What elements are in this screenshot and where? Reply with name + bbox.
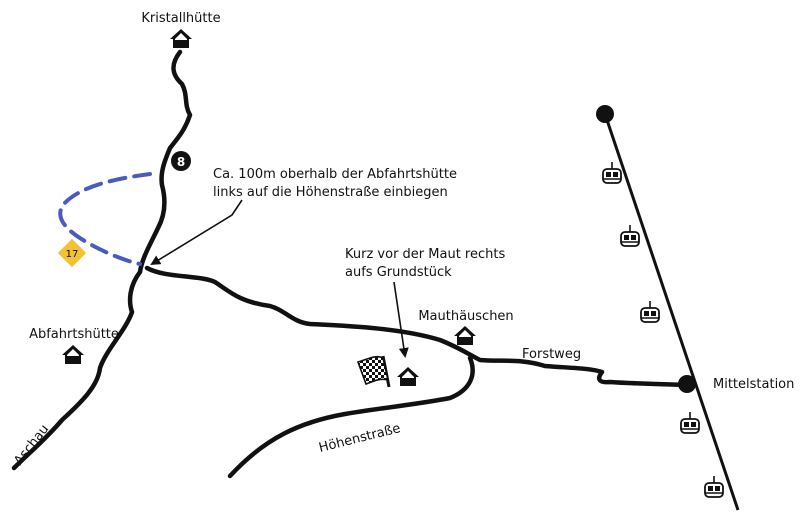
gondola-cabin-icon: [602, 161, 622, 184]
hut-icon[interactable]: [62, 345, 84, 364]
label-mittelstation: Mittelstation: [713, 377, 794, 392]
checkered-flag-icon[interactable]: [356, 355, 391, 388]
label-abfahrtshuette: Abfahrtshütte: [29, 327, 119, 342]
gondola-cabin-icon: [680, 411, 700, 434]
station-dot-icon[interactable]: [678, 375, 696, 393]
route-badge-8-label: 8: [177, 155, 185, 169]
hut-icon[interactable]: [170, 29, 192, 48]
gondola-cabin-icon: [620, 224, 640, 247]
label-forstweg: Forstweg: [522, 347, 581, 362]
gondola-cabin-icon: [704, 475, 724, 498]
cable-car-line: [603, 113, 740, 511]
station-dot-icon[interactable]: [596, 105, 614, 123]
note-plot-line1: Kurz vor der Maut rechts: [345, 247, 505, 262]
note-plot-line2: aufs Grundstück: [345, 265, 452, 280]
label-kristallhuette: Kristallhütte: [141, 11, 220, 26]
label-hoehenstrasse: Höhenstraße: [317, 421, 402, 456]
label-mauthaeuschen: Mauthäuschen: [418, 309, 513, 324]
hoehenstrasse-road: [227, 355, 475, 479]
forstweg-road: [144, 265, 693, 388]
gondola-cabin-icon: [640, 300, 660, 323]
route-badge-8[interactable]: 8: [171, 151, 191, 171]
note-turn-line1: Ca. 100m oberhalb der Abfahrtshütte: [213, 167, 457, 182]
blue-trail: [58, 172, 152, 266]
main-road: [11, 49, 193, 471]
note-turn-line2: links auf die Höhenstraße einbiegen: [213, 185, 448, 200]
route-badge-17-label: 17: [66, 249, 79, 260]
route-badge-17[interactable]: 17: [57, 238, 87, 268]
label-aschau: Aschau: [11, 422, 52, 468]
turn-arrow: [150, 199, 243, 266]
hut-icon[interactable]: [397, 367, 419, 386]
hut-icon[interactable]: [454, 326, 476, 345]
plot-arrow: [393, 281, 409, 358]
